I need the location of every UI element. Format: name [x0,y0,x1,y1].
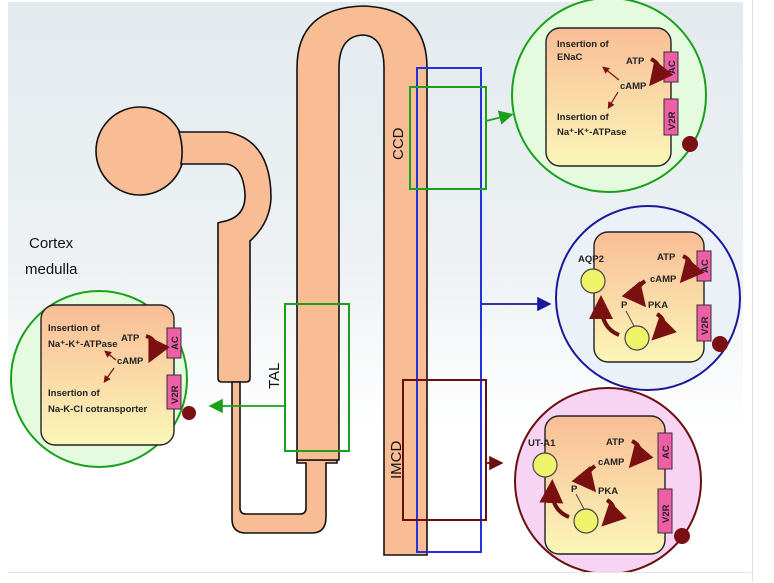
ccd-box [409,86,487,190]
ccd-v2r-receptor [663,98,679,136]
ccd-camp-arrow-1 [602,66,620,81]
tal-label: TAL [266,363,283,389]
aqp2-v2r-label: V2R [700,316,711,335]
ccd-camp: cAMP [620,81,647,92]
cortex-label: Cortex [29,235,74,252]
aqp2-membrane-vesicle [580,268,606,294]
imcd-atp: ATP [606,437,625,448]
ccd-insertion-2-l2: Na⁺-K⁺-ATPase [557,127,627,138]
imcd-membrane-vesicle [532,452,558,478]
imcd-phospho-line [575,493,585,510]
aqp2-v2r-receptor [696,304,712,342]
tal-box [284,303,350,452]
ccd-insertion-1-l2: ENaC [557,52,582,63]
imcd-cytoplasm-vesicle [573,508,599,534]
imcd-pka: PKA [598,486,618,497]
tal-insertion-1-l2: Na⁺-K⁺-ATPase [48,339,118,350]
ccd-camp-arrow-2 [607,91,619,110]
ccd-insertion-2-l1: Insertion of [557,112,610,123]
ccd-label: CCD [390,127,407,160]
tal-insertion-2-l1: Insertion of [48,388,101,399]
imcd-channel-label: UT-A1 [528,438,556,449]
tal-atp: ATP [121,333,140,344]
imcd-ac-receptor [657,432,673,470]
imcd-vasopressin [674,528,690,544]
medulla-label: medulla [25,261,78,278]
tal-v2r-label: V2R [170,385,181,404]
imcd-ac-label: AC [661,445,672,459]
imcd-traffic-arrow [539,479,570,519]
tal-camp-arrow-2 [103,367,115,383]
tal-v2r-receptor [166,374,182,410]
imcd-atp-arrow [628,439,654,469]
ccd-cell-inset: AC V2R Insertion of ENaC ATP cAMP Insert… [511,0,707,193]
imcd-cell [544,415,666,555]
aqp2-atp: ATP [657,252,676,263]
imcd-camp: cAMP [598,457,625,468]
tal-ac-label: AC [170,336,181,350]
aqp2-phospho-line [625,310,635,327]
aqp2-cell-inset: AC V2R AQP2 P ATP cAMP PKA [555,205,741,391]
ccd-insertion-1-l1: Insertion of [557,39,610,50]
collecting-duct-box [416,67,482,553]
imcd-cell-inset: AC V2R UT-A1 P ATP cAMP PKA [514,387,702,575]
aqp2-vasopressin [712,336,728,352]
imcd-v2r-receptor [657,488,673,534]
ccd-atp-arrow [649,57,674,87]
aqp2-pka-arrow [651,312,677,341]
tal-atp-arrow [145,334,170,364]
aqp2-atp-arrow [679,254,705,284]
tal-camp: cAMP [117,356,144,367]
aqp2-traffic-arrow [589,295,620,337]
tal-insertion-1-l1: Insertion of [48,323,101,334]
imcd-v2r-label: V2R [661,504,672,523]
ccd-vasopressin [682,136,698,152]
ccd-v2r-label: V2R [667,111,678,130]
imcd-pka-arrow [601,498,627,527]
imcd-box [402,379,487,521]
ccd-ac-label: AC [667,60,678,74]
right-border [752,0,753,582]
tal-cell-inset: AC V2R Insertion of Na⁺-K⁺-ATPase ATP cA… [10,290,196,468]
aqp2-cell [593,231,705,363]
aqp2-ac-label: AC [700,259,711,273]
glomerulus [95,106,185,196]
aqp2-camp-arrow [621,279,647,308]
aqp2-camp: cAMP [650,274,677,285]
tal-insertion-2-l2: Na-K-Cl cotransporter [48,404,148,415]
aqp2-phospho-label: P [621,300,628,311]
aqp2-pka: PKA [648,300,668,311]
tal-camp-arrow-1 [104,350,117,361]
imcd-label: IMCD [388,441,405,479]
ccd-cell [545,27,672,167]
bottom-bar [8,572,751,583]
proximal-convoluted-tubule [177,131,272,383]
aqp2-cytoplasm-vesicle [624,325,650,351]
imcd-camp-arrow [571,464,597,493]
aqp2-channel-label: AQP2 [578,254,604,265]
imcd-phospho-label: P [571,484,578,495]
ccd-atp: ATP [626,56,645,67]
tal-vasopressin [182,406,196,420]
ccd-arrow [485,110,514,125]
